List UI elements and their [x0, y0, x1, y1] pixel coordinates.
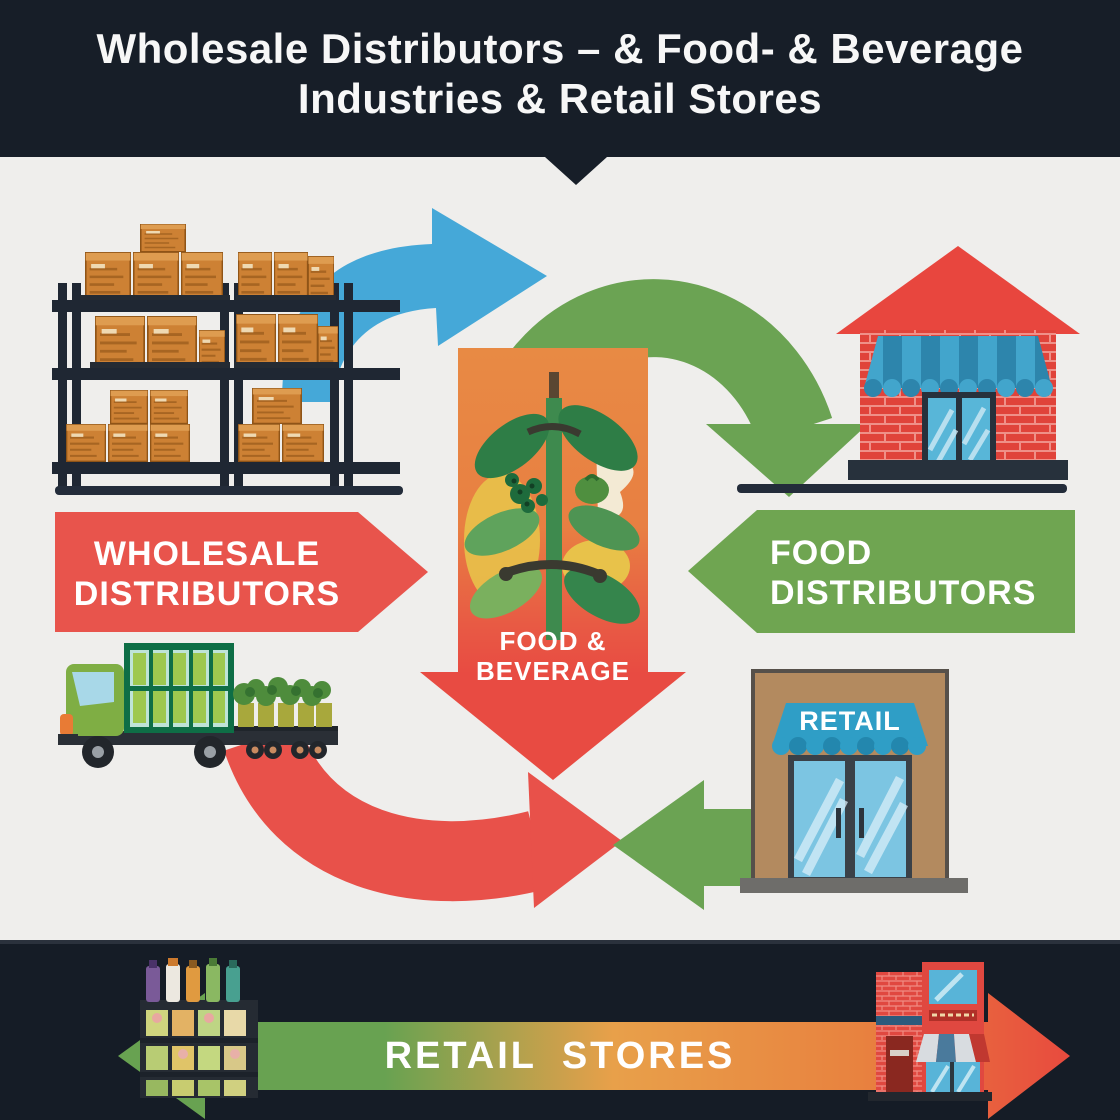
food-beverage-line-1: FOOD &	[499, 626, 607, 656]
brick-store-icon	[836, 246, 1080, 480]
red-curve-arrow-icon	[224, 723, 622, 908]
small-storefront-icon	[868, 962, 992, 1101]
divider-right	[737, 484, 1067, 493]
food-beverage-label: FOOD & BEVERAGE	[448, 626, 658, 686]
delivery-truck-icon	[58, 643, 338, 768]
retail-stores-gradient-arrow	[118, 993, 1070, 1119]
divider-left	[55, 486, 403, 495]
retail-awning-label: RETAIL	[799, 706, 901, 736]
store-shelf-icon	[140, 958, 258, 1098]
header-band	[0, 0, 1120, 185]
food-distributors-arrow	[688, 510, 1075, 633]
blue-flow-arrow-icon	[282, 208, 547, 402]
header-notch	[545, 157, 607, 185]
footer-band	[0, 940, 1120, 1120]
retail-storefront-icon	[740, 669, 968, 893]
title-line-1: Wholesale Distributors – & Food- & Bever…	[96, 25, 1024, 72]
food-distributors-label: FOOD DISTRIBUTORS	[770, 533, 1070, 613]
wholesale-line-2: DISTRIBUTORS	[73, 575, 341, 613]
wholesale-line-1: WHOLESALE	[93, 535, 321, 573]
warehouse-shelving-icon	[52, 224, 400, 490]
title-line-2: Industries & Retail Stores	[297, 75, 823, 122]
food-beverage-line-2: BEVERAGE	[476, 656, 630, 686]
produce-illustration-icon	[464, 372, 640, 640]
wholesale-distributors-label: WHOLESALE DISTRIBUTORS	[62, 534, 352, 614]
retail-stores-banner-label: RETAIL STORES	[384, 1035, 736, 1077]
food-beverage-arrow	[420, 348, 686, 780]
food-distributors-line-1: FOOD	[770, 534, 873, 572]
page-title: Wholesale Distributors – & Food- & Bever…	[0, 24, 1120, 124]
wholesale-distributors-arrow	[55, 512, 428, 632]
food-distributors-line-2: DISTRIBUTORS	[770, 574, 1037, 612]
